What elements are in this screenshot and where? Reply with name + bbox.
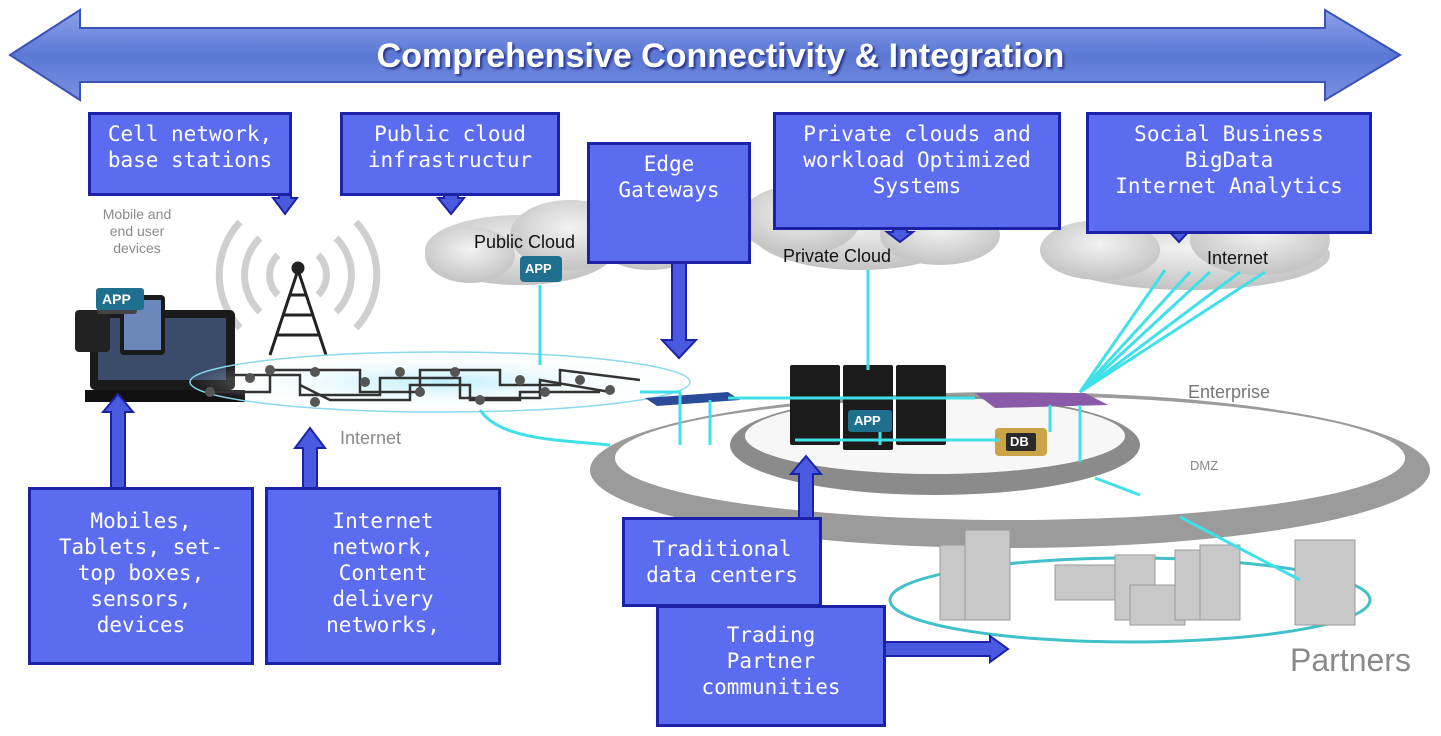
mobiles-box: Mobiles, Tablets, set- top boxes, sensor… [28,487,254,665]
radio-waves-icon [215,219,381,331]
public-cloud-line-2: infrastructur [367,148,533,172]
public-cloud-box: Public cloud infrastructur [340,112,560,196]
server-racks-icon [790,365,946,450]
trading-partner-box: Trading Partner communities [656,605,886,727]
private-clouds-line-3: Systems [872,174,962,198]
edge-gateways-line-2: Gateways [618,178,720,202]
app-badge-devices [96,288,144,310]
partner-buildings-icon [939,529,1356,626]
mobiles-line-5: devices [96,613,186,637]
app-badge-public [520,256,562,282]
internet-network-line-1: Internet [332,509,434,533]
mobile-devices-line-3: devices [113,240,161,256]
traditional-dc-line-1: Traditional [652,537,792,561]
dmz-label: DMZ [1190,458,1219,473]
mobiles-line-3: top boxes, [77,561,205,585]
public-cloud-label: Public Cloud [474,232,576,252]
trading-partner-line-1: Trading [726,623,816,647]
social-business-line-2: BigData [1184,148,1274,172]
mobile-devices-line-2: end user [109,223,165,239]
flow-arrows [100,177,1195,664]
cell-tower-icon [268,261,328,356]
social-business-line-3: Internet Analytics [1115,174,1343,198]
trading-partner-line-3: communities [701,675,841,699]
banner-title: Comprehensive Connectivity & Integration [376,37,1065,75]
arrow-traditional-up [788,454,824,521]
internet-bottom-label: Internet [340,428,402,448]
mobile-devices-line-1: Mobile and [102,206,172,222]
edge-gateways-box: Edge Gateways [587,142,751,264]
internet-network-line-4: delivery [332,587,434,611]
firewall-device [975,393,1108,408]
db-label: DB [1010,434,1029,449]
app-label-public: APP [525,261,552,276]
internet-network-glow [189,351,691,413]
internet-network-line-5: networks, [326,613,440,637]
private-cloud-label: Private Cloud [783,246,892,266]
mobile-devices-label: Mobile and end user devices [82,206,192,257]
mobiles-line-4: sensors, [90,587,192,611]
mobiles-line-2: Tablets, set- [58,535,224,559]
internet-top-label: Internet [1207,248,1269,268]
traditional-dc-line-2: data centers [646,563,798,587]
internet-network-line-3: Content [338,561,428,585]
edge-gateways-line-1: Edge [643,152,695,176]
connector-lines [478,269,1301,582]
arrow-trading-right [884,634,1010,664]
social-business-box: Social Business BigData Internet Analyti… [1086,112,1372,234]
database-icon [995,428,1047,456]
app-badge-servers [848,410,892,432]
social-business-line-1: Social Business [1134,122,1324,146]
arrow-mobiles-up [100,392,136,489]
internet-network-box: Internet network, Content delivery netwo… [265,487,501,665]
enterprise-label: Enterprise [1188,382,1271,402]
public-cloud-line-1: Public cloud [374,122,526,146]
trading-partner-line-2: Partner [726,649,816,673]
edge-gateway-device [645,392,740,406]
mobiles-line-1: Mobiles, [90,509,192,533]
private-clouds-box: Private clouds and workload Optimized Sy… [773,112,1061,230]
banner-arrow [8,8,1402,102]
network-nodes [205,365,615,407]
cell-network-line-2: base stations [107,148,273,172]
arrow-internet-up [293,426,327,489]
partners-label: Partners [1290,642,1411,678]
app-label-devices: APP [102,291,131,307]
private-clouds-line-1: Private clouds and [803,122,1031,146]
app-label-servers: APP [854,413,881,428]
cell-network-box: Cell network, base stations [88,112,292,196]
traditional-dc-box: Traditional data centers [622,517,822,607]
internet-network-line-2: network, [332,535,434,559]
cell-network-line-1: Cell network, [107,122,273,146]
private-clouds-line-2: workload Optimized [803,148,1031,172]
